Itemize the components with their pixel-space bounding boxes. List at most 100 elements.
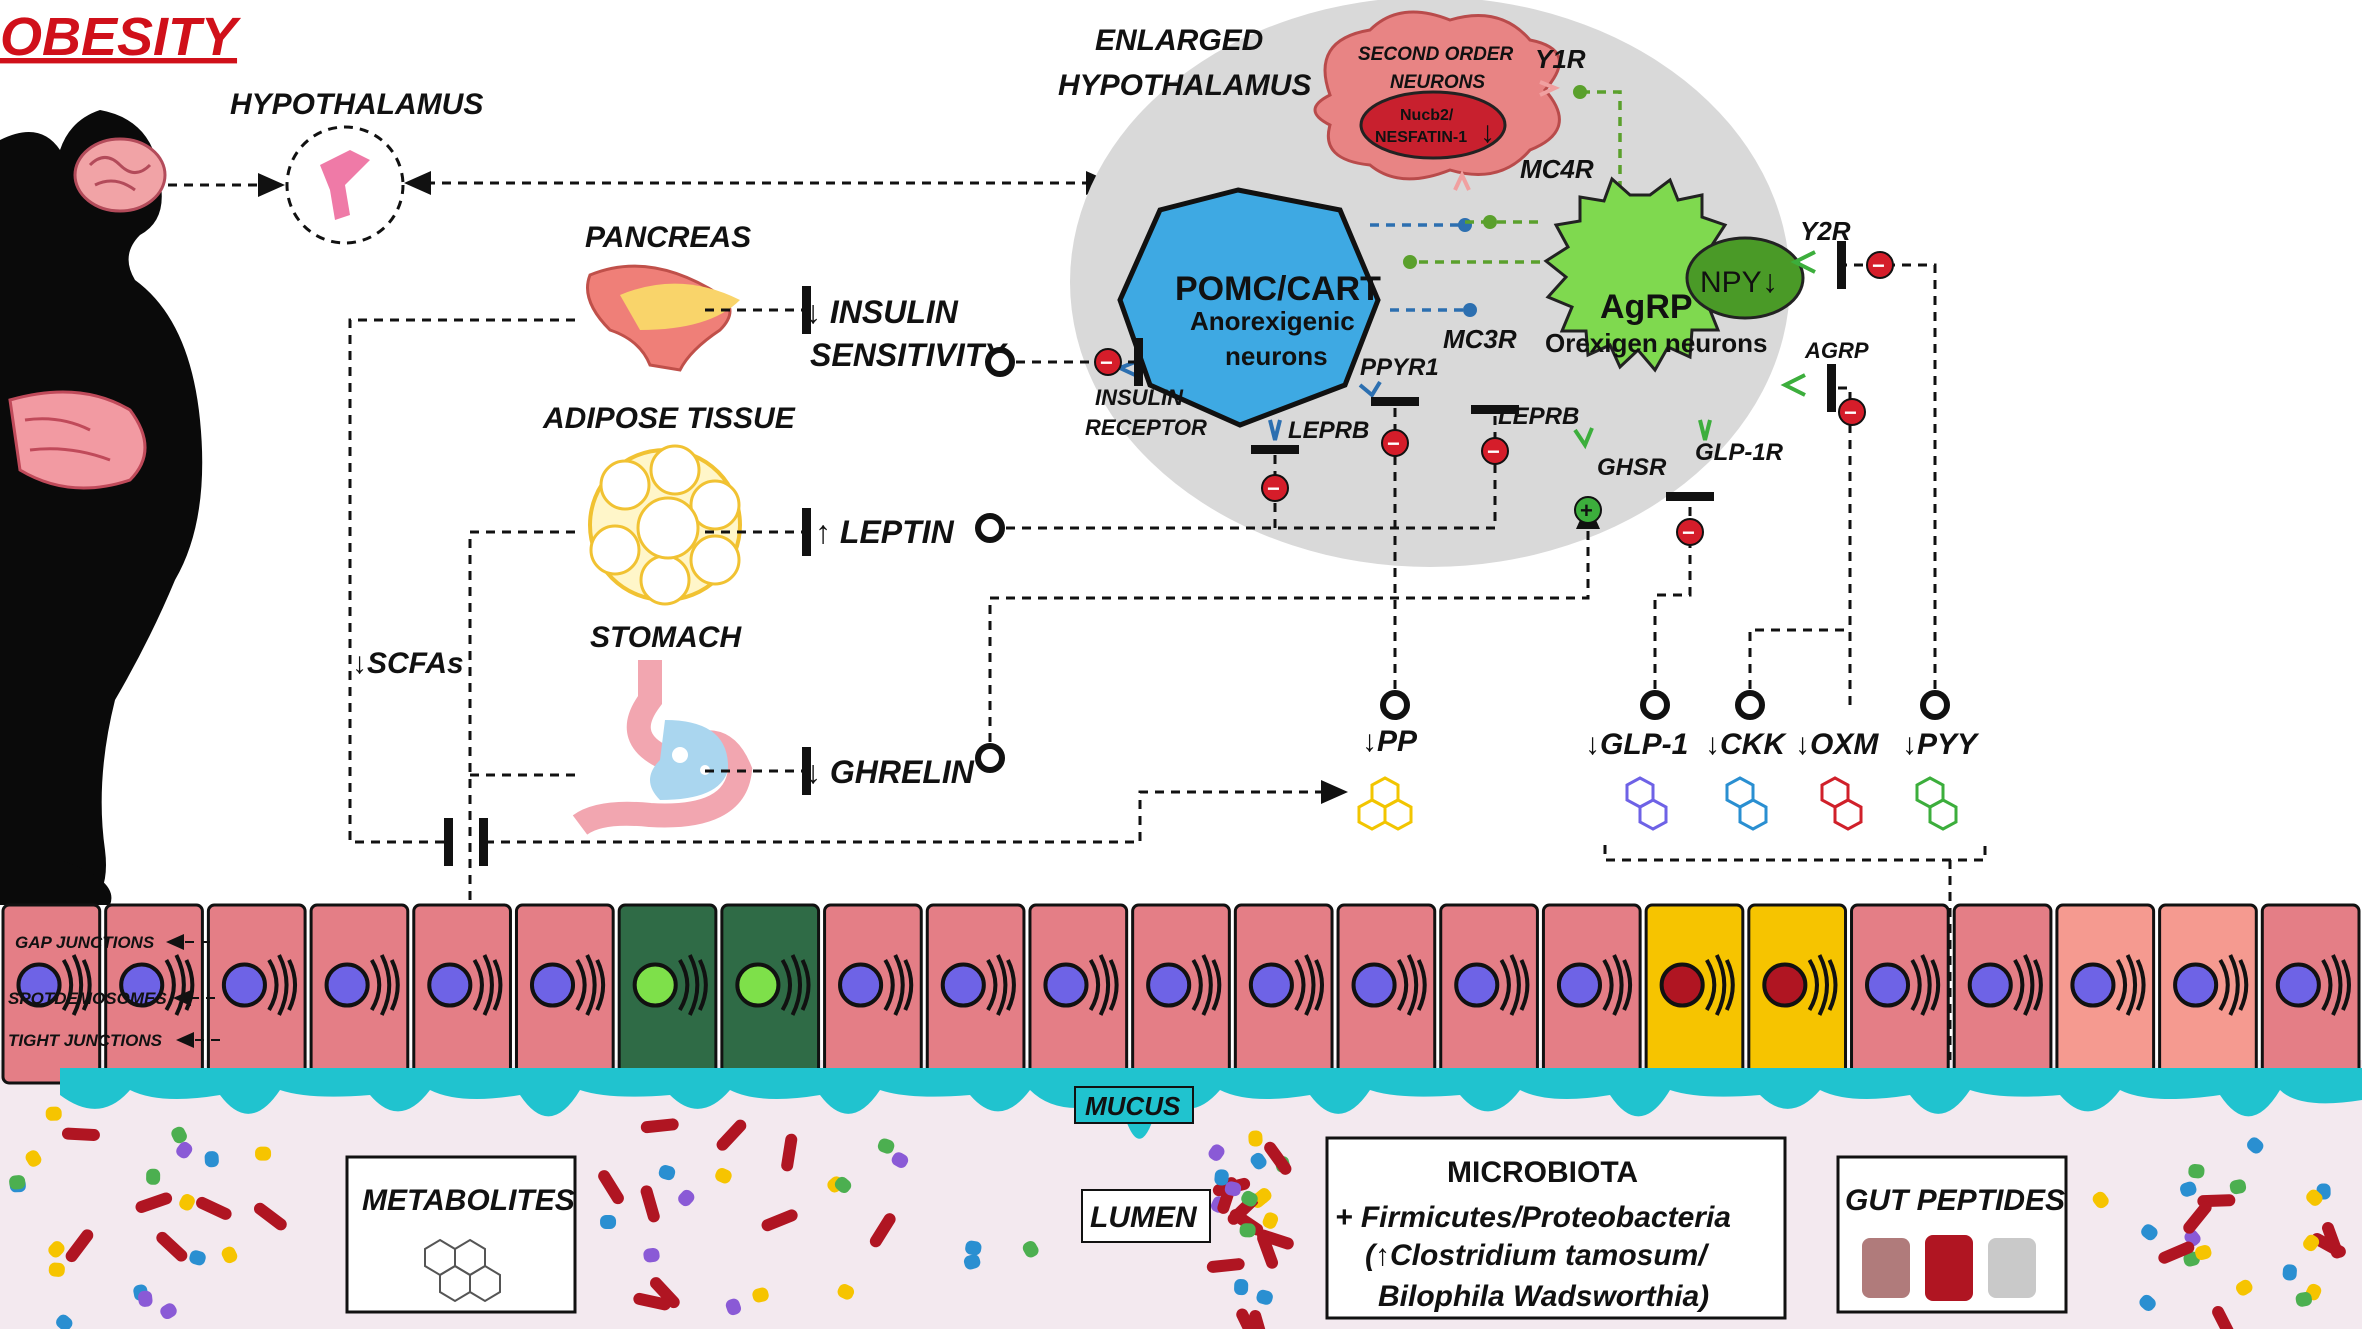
ghsr-label: GHSR [1597, 454, 1667, 481]
y2r-label: Y2R [1800, 216, 1851, 246]
ghsr-receptor-icon [1573, 427, 1594, 450]
cell-nucleus [2173, 962, 2219, 1008]
bacteria-icon [643, 1247, 660, 1263]
bacteria-icon [2229, 1179, 2247, 1195]
npy-node [1685, 236, 1805, 320]
bacteria-icon [869, 1213, 896, 1248]
cell-organelle [1602, 954, 1633, 1016]
bacteria-icon-group [9, 1106, 2346, 1329]
bacteria-icon [650, 1277, 680, 1309]
leprb-agrp-label: LEPRB [1498, 403, 1579, 430]
cell-nucleus [221, 962, 267, 1008]
ppyr1-label: PPYR1 [1360, 354, 1439, 381]
pyy-molecule-icon [1915, 776, 1958, 831]
glp1r-inhibit-sign: − [1682, 520, 1695, 545]
bacteria-icon [1236, 1308, 1260, 1329]
metabolite-molecule-icon [424, 1238, 501, 1303]
ckk-oxm-to-agrp-line [1750, 388, 1850, 705]
leprb-agrp-inhibit-sign: − [1487, 439, 1500, 464]
bacteria-icon [2188, 1164, 2205, 1179]
bacteria-icon [891, 1152, 909, 1168]
cell-organelle [1910, 954, 1941, 1016]
cell-organelle [883, 954, 914, 1016]
bacteria-icon [965, 1240, 982, 1256]
scfas-feedback-line [348, 318, 575, 866]
cell-organelle [1705, 954, 1735, 1016]
cell-nucleus [1043, 962, 1089, 1008]
bacteria-icon [725, 1298, 742, 1316]
bacteria-icon [2180, 1181, 2197, 1197]
bacteria-icon [2247, 1137, 2264, 1154]
insulin-receptor-label-2: RECEPTOR [1085, 415, 1207, 440]
cell-organelle [370, 954, 400, 1016]
cell-organelle [61, 954, 92, 1016]
gap-junctions-label: GAP JUNCTIONS [15, 933, 155, 952]
bacteria-icon [25, 1150, 42, 1167]
cell-organelle [1396, 954, 1427, 1016]
bacteria-icon [1224, 1181, 1242, 1197]
bacteria-icon [2236, 1279, 2253, 1296]
bacteria-icon [1022, 1240, 1039, 1258]
bacteria-icon [834, 1176, 852, 1194]
bacteria-icon [1241, 1190, 1258, 1207]
microbiota-line-2: (↑Clostridium tamosum/ [1365, 1239, 1709, 1272]
microbiota-line-3: Bilophila Wadsworthia) [1378, 1280, 1709, 1313]
bacteria-icon [2282, 1264, 2297, 1281]
leptin-signal-label: ↑ LEPTIN [815, 514, 955, 550]
bacteria-icon [1249, 1309, 1269, 1329]
nucb2-nesfatin-node [1359, 90, 1507, 160]
ckk-label: ↓CKK [1705, 728, 1787, 761]
microbiota-box [1325, 1136, 1787, 1320]
bacteria-icon [752, 1287, 769, 1303]
y1r-ligand-dot [1573, 85, 1587, 99]
bacteria-icon [1208, 1144, 1225, 1161]
cell-organelle [2013, 954, 2043, 1016]
bacteria-icon [138, 1290, 153, 1307]
bacteria-icon [633, 1292, 671, 1311]
intestines-icon [8, 390, 147, 490]
bacteria-icon [65, 1229, 94, 1263]
bacteria-icon [678, 1189, 695, 1207]
leprb-pomc-inhibit-sign: − [1267, 476, 1280, 501]
pancreas-label: PANCREAS [585, 221, 751, 254]
bacteria-icon [176, 1141, 193, 1159]
bacteria-icon [1250, 1152, 1267, 1170]
cell-nucleus [1146, 962, 1192, 1008]
bacteria-icon [156, 1231, 188, 1262]
bacteria-icon [189, 1250, 206, 1266]
cell-organelle [2321, 954, 2351, 1016]
bacteria-icon [171, 1126, 187, 1144]
cell-nucleus [324, 962, 370, 1008]
bacteria-icon [761, 1209, 798, 1232]
mucus-layer [60, 1068, 2362, 1139]
bacteria-icon [963, 1254, 981, 1270]
spotdesmosomes-label: SPOTDEMOSOMES [8, 989, 167, 1008]
cell-organelle [1088, 954, 1119, 1016]
gut-to-pp-line [479, 780, 1348, 866]
bacteria-icon [2141, 1224, 2158, 1241]
microbiota-line-1: + Firmicutes/Proteobacteria [1335, 1201, 1731, 1234]
mc4r-receptor-icon [1453, 170, 1471, 191]
cell-nucleus [119, 962, 165, 1008]
cell-organelle [472, 954, 503, 1016]
inhibit-badges: − − − − − − − + [1094, 251, 1894, 546]
cell-organelle [1294, 954, 1325, 1016]
bacteria-icon [2092, 1191, 2109, 1209]
agrp-inhibit-sign: − [1844, 400, 1857, 425]
bacteria-icon [2212, 1305, 2236, 1329]
stomach-label: STOMACH [590, 621, 742, 654]
bacteria-icon [1214, 1169, 1229, 1186]
bacteria-icon [2311, 1232, 2346, 1258]
agrp-to-y1r-line [1580, 90, 1622, 190]
metabolites-box [345, 1155, 577, 1314]
tight-junctions-label: TIGHT JUNCTIONS [8, 1031, 163, 1050]
cell-nucleus [1865, 962, 1911, 1008]
mucus-label: MUCUS [1085, 1091, 1181, 1121]
y2r-receptor-icon [1790, 250, 1816, 274]
insulin-signal-label-1: ↓ INSULIN [805, 294, 959, 330]
metabolites-label: METABOLITES [362, 1184, 575, 1217]
pp-hormone-molecule-icon [1357, 776, 1413, 831]
adipose-label: ADIPOSE TISSUE [542, 402, 796, 435]
cell-nucleus [529, 962, 576, 1008]
